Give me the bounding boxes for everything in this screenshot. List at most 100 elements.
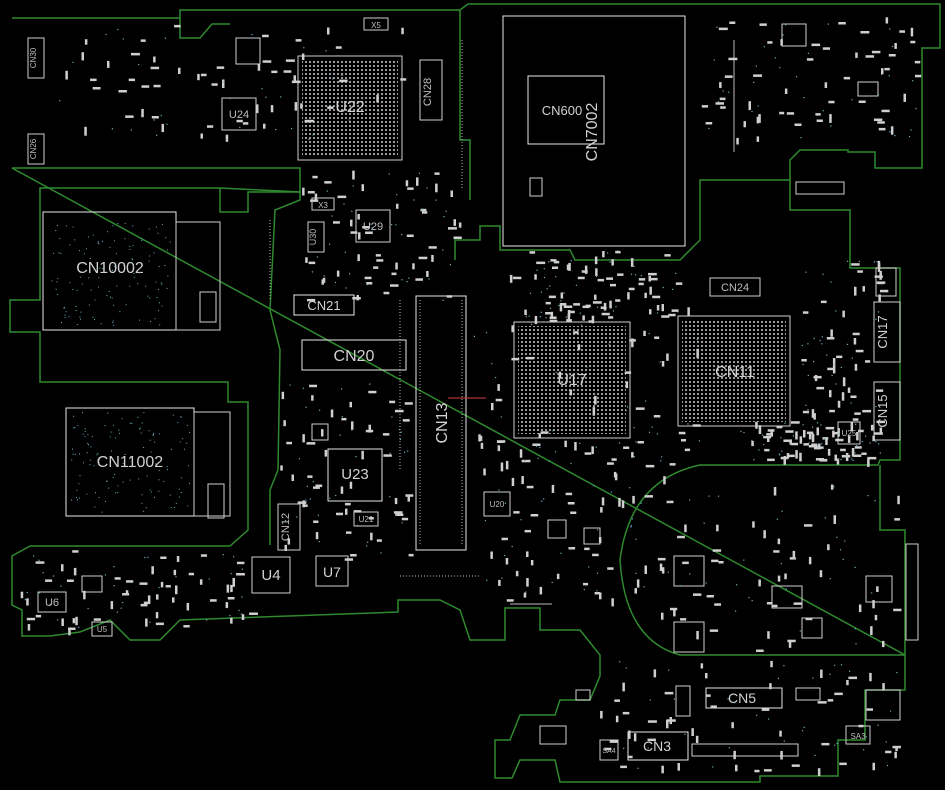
- smd-pad: [284, 544, 287, 551]
- via: [73, 415, 75, 417]
- via: [549, 285, 551, 287]
- smd-pad: [336, 512, 343, 516]
- via: [805, 404, 807, 406]
- via: [113, 424, 115, 426]
- smd-pad: [806, 431, 814, 435]
- via: [627, 406, 629, 408]
- smd-pad: [565, 492, 573, 496]
- smd-pad: [526, 356, 534, 360]
- smd-pad: [815, 113, 821, 116]
- connector-left-low: [207, 483, 225, 519]
- smd-pad: [834, 431, 840, 435]
- u29-outline: [355, 209, 391, 243]
- smd-pad: [216, 66, 225, 69]
- smd-pad: [383, 454, 392, 457]
- smd-pad: [827, 448, 831, 456]
- smd-pad: [26, 598, 29, 606]
- smd-pad: [584, 265, 588, 274]
- via: [125, 304, 127, 306]
- smd-pad: [569, 310, 575, 314]
- via: [155, 463, 157, 465]
- via: [876, 261, 878, 263]
- via: [137, 416, 139, 418]
- smd-pad: [125, 590, 129, 596]
- via: [149, 297, 151, 299]
- smd-pad: [172, 597, 175, 603]
- smd-pad: [346, 531, 352, 534]
- smd-pad: [566, 264, 570, 271]
- chip-qfn-right: [801, 617, 823, 639]
- smd-pad: [366, 282, 373, 285]
- smd-pad: [305, 119, 314, 123]
- via: [640, 275, 642, 277]
- smd-pad: [858, 100, 866, 103]
- smd-pad: [736, 137, 739, 145]
- smd-pad: [914, 60, 921, 64]
- via: [548, 261, 550, 263]
- smd-pad: [827, 367, 835, 371]
- via: [150, 451, 152, 453]
- smd-pad: [834, 692, 843, 696]
- via: [108, 487, 110, 489]
- smd-pad: [407, 494, 410, 502]
- smd-pad: [777, 575, 781, 582]
- via: [630, 273, 633, 275]
- via: [539, 316, 541, 318]
- board-outline: [9, 3, 941, 783]
- smd-pad: [505, 558, 509, 565]
- smd-pad: [656, 305, 660, 311]
- smd-pad: [583, 582, 589, 586]
- smd-pad: [806, 58, 814, 61]
- u4-outline: [251, 556, 291, 594]
- pad-cn7002-lower: [529, 177, 543, 197]
- chip-bottom-right: [865, 689, 901, 721]
- via: [158, 302, 160, 304]
- via: [112, 477, 114, 478]
- smd-pad: [650, 277, 658, 281]
- via: [143, 412, 145, 414]
- via: [808, 442, 810, 444]
- smd-pad: [314, 193, 318, 200]
- smd-pad: [733, 750, 736, 760]
- smd-pad: [618, 497, 621, 507]
- smd-pad: [145, 618, 148, 627]
- via: [129, 479, 131, 481]
- via: [222, 554, 224, 556]
- via: [153, 433, 154, 435]
- via: [554, 451, 557, 453]
- via: [426, 187, 428, 189]
- smd-pad: [491, 402, 494, 411]
- via: [817, 445, 819, 447]
- smd-pad: [26, 617, 36, 621]
- via: [486, 579, 488, 581]
- smd-pad: [611, 259, 614, 266]
- smd-pad: [559, 303, 563, 312]
- smd-pad: [648, 272, 657, 276]
- smd-pad: [654, 336, 660, 339]
- smd-pad: [894, 43, 897, 49]
- smd-pad: [160, 556, 167, 559]
- smd-pad: [349, 401, 352, 408]
- via: [149, 621, 151, 623]
- smd-pad: [530, 560, 534, 566]
- chip-right-circle: [771, 585, 803, 609]
- smd-pad: [754, 769, 760, 773]
- smd-pad: [564, 440, 567, 448]
- smd-pad: [140, 603, 148, 607]
- smd-pad: [549, 316, 557, 319]
- via: [408, 277, 410, 279]
- smd-pad: [870, 626, 873, 636]
- smd-pad: [141, 85, 150, 88]
- via: [344, 251, 346, 253]
- via: [856, 445, 858, 447]
- smd-pad: [834, 454, 837, 461]
- via: [778, 453, 780, 455]
- smd-pad: [671, 309, 679, 312]
- via: [758, 449, 760, 451]
- smd-pad: [577, 276, 585, 280]
- via: [86, 452, 88, 454]
- smd-pad: [200, 554, 207, 557]
- smd-pad: [649, 286, 652, 295]
- via: [525, 316, 527, 318]
- via: [166, 466, 168, 468]
